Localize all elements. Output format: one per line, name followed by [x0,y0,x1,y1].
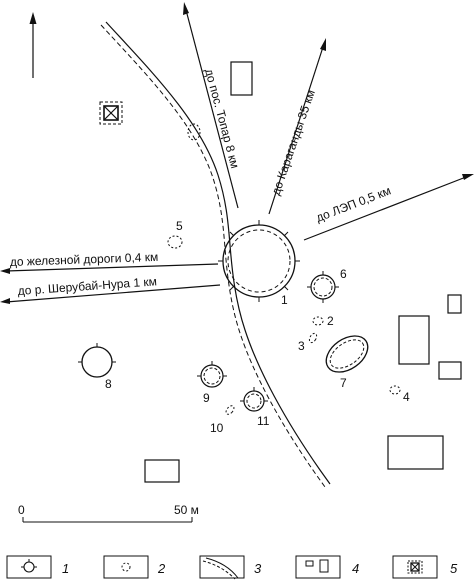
scale-bar [22,517,193,523]
svg-text:1: 1 [62,561,69,576]
feature-6-label: 6 [340,267,347,281]
mound-on-road [187,123,201,141]
crossed-building-icon [99,101,123,125]
arrow-to-topar [183,2,239,209]
feature-2-mound [312,316,324,326]
legend-item-3: 3 [199,555,262,580]
arrow-to-railway [0,263,219,274]
feature-8-ring [78,343,116,378]
feature-6-ring [307,271,339,303]
feature-10-label: 10 [210,421,224,435]
feature-7-oval [325,335,369,373]
feature-11-label: 11 [257,414,270,428]
svg-text:2: 2 [157,561,166,576]
label-power-line: до ЛЭП 0,5 км [314,183,393,224]
feature-5-label: 5 [176,219,183,233]
arrow-to-power-line [303,174,474,241]
feature-10-mound [225,405,235,415]
legend-item-1: 1 [6,555,69,579]
label-topar: до пос. Топар 8 км [202,67,242,170]
feature-2-label: 2 [327,314,334,328]
feature-1-ring [218,220,300,302]
legend: 1 2 3 4 5 [6,555,458,580]
label-river: до р. Шерубай-Нура 1 км [17,274,157,298]
legend-item-5: 5 [392,555,458,579]
buildings [144,61,462,483]
scale-start-label: 0 [18,503,25,517]
feature-9-ring [197,361,227,388]
north-arrow-icon [29,12,37,78]
arrow-to-river [0,284,221,304]
label-karaganda: до Караганды 35 км [269,88,318,197]
feature-3-mound [308,332,318,344]
road-line [100,21,331,488]
feature-4-label: 4 [403,390,410,404]
feature-7-label: 7 [340,376,347,390]
svg-text:5: 5 [450,561,458,576]
feature-11-ring [240,387,268,412]
scale-end-label: 50 м [174,503,199,517]
legend-item-2: 2 [103,555,166,579]
feature-1-label: 1 [281,293,288,307]
arrow-to-karaganda [268,38,326,215]
feature-5-mound [167,235,183,249]
feature-3-label: 3 [298,339,305,353]
feature-9-label: 9 [203,391,210,405]
svg-text:4: 4 [352,561,359,576]
label-railway: до железной дороги 0,4 км [10,250,159,269]
svg-text:3: 3 [254,561,262,576]
legend-item-4: 4 [295,555,359,579]
feature-8-label: 8 [105,377,112,391]
feature-4-mound [389,385,401,395]
